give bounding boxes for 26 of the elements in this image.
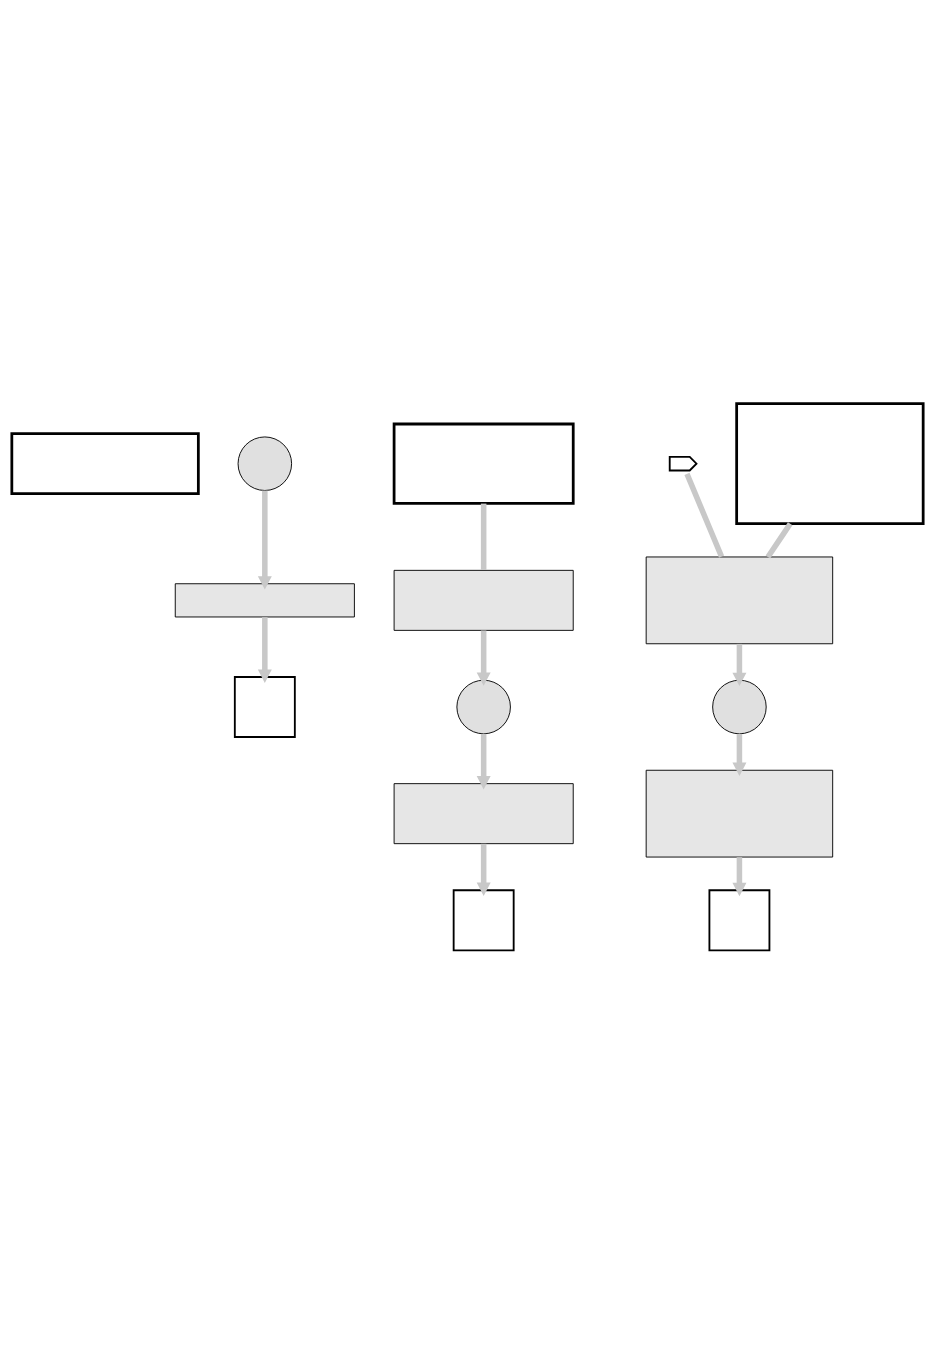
connector xyxy=(684,472,725,558)
connector xyxy=(765,521,793,558)
node-box xyxy=(735,401,925,525)
node-box xyxy=(392,422,575,505)
node-circle xyxy=(712,679,767,734)
node-box xyxy=(645,769,834,857)
node-box xyxy=(10,431,200,495)
arrow xyxy=(476,630,491,686)
node-box xyxy=(708,888,771,951)
connector xyxy=(480,503,487,570)
node-box xyxy=(393,782,574,844)
node-box xyxy=(393,569,574,631)
arrow xyxy=(476,843,491,896)
arrow xyxy=(257,490,272,590)
node-box xyxy=(645,556,834,644)
node-circle xyxy=(237,435,293,491)
node-circle xyxy=(456,679,511,734)
arrow xyxy=(732,643,747,686)
arrow xyxy=(257,616,272,683)
node-box xyxy=(452,888,515,951)
node-hand xyxy=(668,455,698,471)
node-box xyxy=(233,675,296,738)
node-box xyxy=(174,582,355,617)
arrow xyxy=(732,733,747,776)
arrow xyxy=(476,733,491,789)
arrow xyxy=(732,856,747,896)
